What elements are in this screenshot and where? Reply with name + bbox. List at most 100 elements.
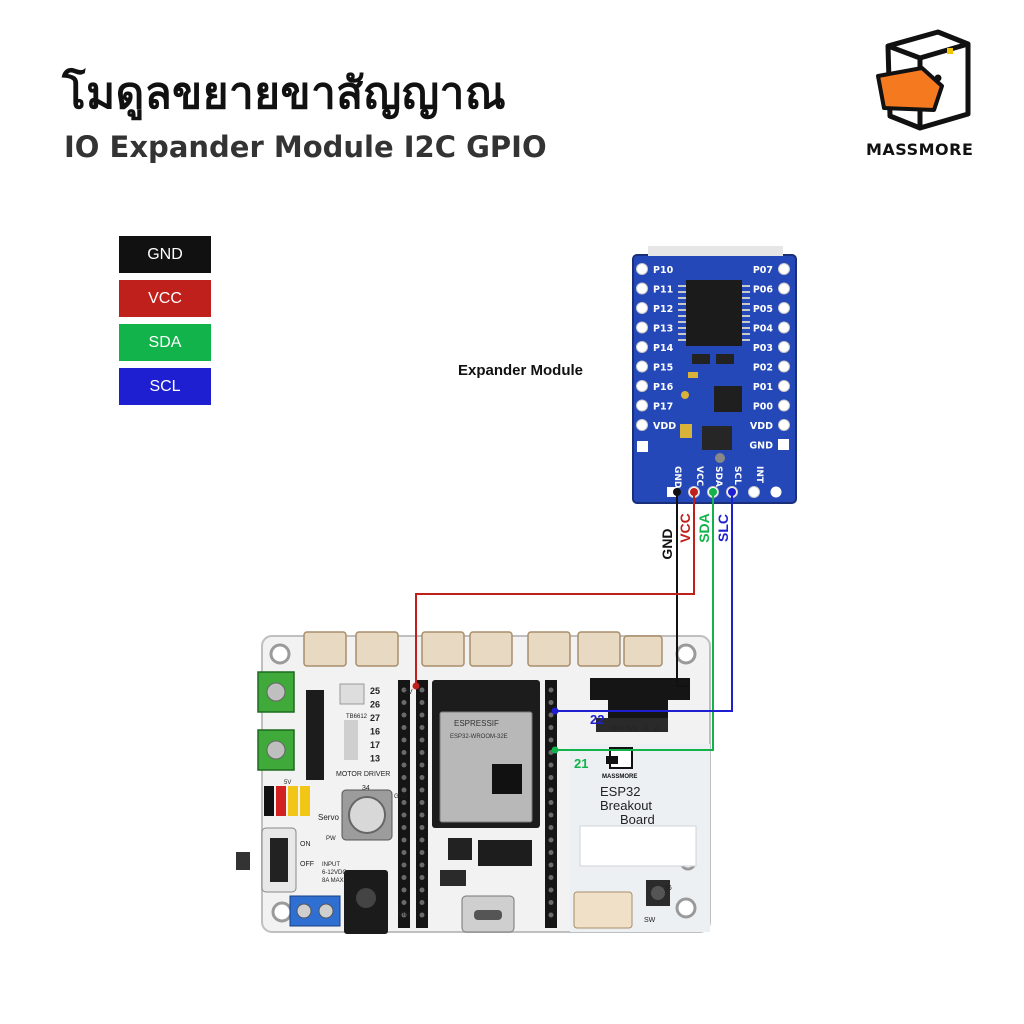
- header-pin: [401, 700, 407, 705]
- header-pin: [419, 912, 425, 918]
- header-pin: [548, 687, 554, 693]
- expander-bottom-pin-label: INT: [754, 466, 764, 484]
- wire-label-sda: SDA: [696, 513, 712, 543]
- header-gnd-label: GND: [610, 726, 624, 732]
- header-pin: [401, 887, 407, 893]
- header-pin: [419, 725, 425, 730]
- misc-34-label: 34: [362, 785, 370, 792]
- expander-pin-label: P03: [753, 343, 773, 354]
- expander-pin-label: P05: [753, 304, 773, 315]
- wire-label-gnd: GND: [659, 528, 675, 559]
- header-pin: [548, 862, 554, 868]
- header-pin: [548, 850, 554, 855]
- header-pin: [401, 812, 407, 818]
- header-pin: [401, 800, 407, 805]
- wire-label-slc: SLC: [715, 514, 731, 542]
- expander-pin-label: VDD: [750, 421, 773, 432]
- driver-chip-label: TB6612: [346, 714, 368, 720]
- pin-label-sda: 21: [574, 756, 588, 771]
- expander-pin-label: P04: [753, 324, 774, 335]
- header-pin: [419, 712, 425, 718]
- header-pin: [401, 775, 407, 780]
- header-pin: [419, 800, 425, 805]
- expander-pin-label: VDD: [653, 421, 676, 432]
- header-pin: [548, 712, 554, 718]
- brand-logo: [876, 29, 971, 131]
- wire-label-vcc: VCC: [677, 513, 693, 543]
- misc-3v-label: 3V: [404, 689, 413, 696]
- expander-pin-hole: [778, 380, 790, 392]
- header-pin: [419, 875, 425, 880]
- expander-pin-hole: [778, 282, 790, 295]
- joint-vcc-board: [412, 682, 420, 690]
- header-pin: [548, 837, 554, 843]
- power-input-label: INPUT: [322, 862, 340, 868]
- header-pin: [548, 800, 554, 805]
- header-pin: [401, 825, 407, 830]
- expander-pin-label: P17: [653, 402, 673, 413]
- power-current-label: 8A MAX: [322, 878, 344, 884]
- header-pin: [401, 837, 407, 843]
- header-pin: [419, 900, 425, 905]
- header-pin: [401, 737, 407, 743]
- header-pin: [419, 812, 425, 818]
- header-pin: [548, 825, 554, 830]
- misc-sw-label: SW: [644, 917, 656, 924]
- expander-pin-hole: [636, 419, 648, 431]
- header-pin: [401, 900, 407, 905]
- motor-label: MOTOR DRIVER: [336, 771, 390, 778]
- header-pin: [419, 687, 425, 693]
- header-pin: [548, 912, 554, 918]
- gpio-label: 26: [370, 700, 380, 710]
- header-pin: [401, 875, 407, 880]
- header-21-label: 21: [654, 726, 661, 732]
- esp32-breakout-board: [236, 631, 711, 934]
- header-pin: [419, 700, 425, 705]
- header-pin: [419, 737, 425, 743]
- expander-pin-hole: [778, 263, 790, 275]
- header-pin: [548, 700, 554, 705]
- expander-pin-hole: [778, 419, 790, 431]
- expander-pin-pad: [637, 441, 648, 452]
- expander-pin-hole: [636, 360, 648, 373]
- header-pin: [401, 862, 407, 868]
- legend-vcc: VCC: [119, 280, 211, 317]
- wire-scl: [555, 492, 733, 712]
- legend-scl: SCL: [119, 368, 211, 405]
- header-pin: [401, 762, 407, 768]
- expander-pin-label: P00: [753, 402, 774, 413]
- board-name-2: Breakout: [600, 798, 652, 813]
- misc-gnd-label: GND: [394, 794, 408, 800]
- chip-brand: ESPRESSIF: [454, 719, 499, 728]
- expander-bottom-pin-label: SCL: [732, 466, 742, 485]
- header-pin: [401, 687, 407, 693]
- header-pin: [548, 787, 554, 793]
- power-voltage-label: 6-12VDC: [322, 870, 347, 876]
- brand-name: MASSMORE: [866, 140, 974, 159]
- gpio-label: 17: [370, 740, 380, 750]
- wire-vcc: [415, 492, 695, 688]
- header-pin: [548, 812, 554, 818]
- expander-pin-label: P16: [653, 382, 674, 393]
- page-subtitle: IO Expander Module I2C GPIO: [64, 130, 547, 164]
- header-pin: [548, 725, 554, 730]
- joint-scl: [728, 488, 736, 496]
- power-off-label: OFF: [300, 861, 314, 868]
- header-pin: [548, 737, 554, 743]
- header-3v3-label: 3V3: [626, 726, 637, 732]
- board-name-3: Board: [620, 812, 655, 827]
- expander-pin-label: P06: [753, 285, 774, 296]
- expander-pin-hole: [778, 321, 790, 334]
- header-pin: [401, 750, 407, 755]
- motor-terminals: [257, 671, 295, 771]
- header-pin: [419, 862, 425, 868]
- legend-sda: SDA: [119, 324, 211, 361]
- expander-pin-label: P02: [753, 363, 773, 374]
- header-pin: [401, 787, 407, 793]
- expander-pin-label: P07: [753, 265, 773, 276]
- expander-pin-label: P14: [653, 343, 674, 354]
- pin-label-scl: 22: [590, 712, 604, 727]
- expander-pin-hole: [778, 439, 789, 450]
